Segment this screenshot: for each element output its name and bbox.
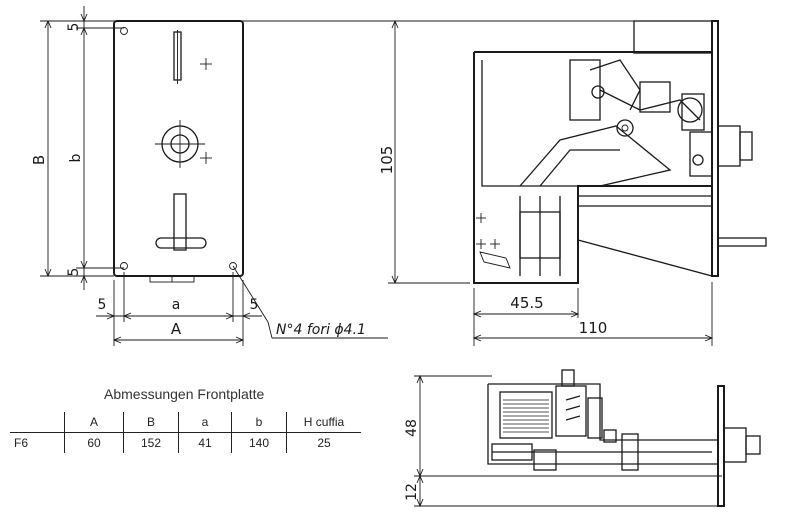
table-header-row: A B a b H cuffia	[10, 412, 361, 433]
side-front-plate	[711, 20, 719, 277]
dim-5-left-label: 5	[98, 297, 107, 313]
dim-105-label: 105	[378, 146, 396, 175]
table-cell: 41	[178, 432, 232, 453]
dimensions-table: A B a b H cuffia F6 60 152 41 140 25	[10, 412, 361, 453]
dim-a-label: a	[172, 297, 181, 313]
mounting-hole-tl	[120, 27, 128, 35]
mounting-hole-bl	[120, 262, 128, 270]
table-cell: 60	[64, 432, 124, 453]
dim-b-label: b	[68, 153, 84, 162]
bottom-front-plate	[717, 385, 725, 507]
bottom-view: 48 12	[404, 369, 761, 508]
table-cell: F6	[14, 436, 29, 450]
table-cell: 25	[286, 432, 361, 453]
side-view: 105	[64, 19, 767, 346]
shaft	[717, 125, 741, 167]
dim-48-label: 48	[404, 419, 420, 437]
table-header-cell: H cuffia	[286, 412, 361, 433]
table-header-cell: a	[178, 412, 232, 433]
table-header-cell	[10, 412, 65, 433]
table-header-cell: A	[64, 412, 124, 433]
holes-note: N°4 fori ϕ4.1	[276, 322, 366, 338]
table-row: F6 60 152 41 140 25	[10, 432, 361, 453]
dim-A-label: A	[171, 320, 182, 338]
front-view: B b 5 5 5 a 5 A N°4 fori ϕ4.1	[30, 6, 388, 346]
lower-lever	[173, 193, 187, 251]
table-title: Abmessungen Frontplatte	[104, 386, 265, 402]
dim-5-top-label: 5	[66, 23, 82, 32]
dim-110-label: 110	[579, 319, 608, 337]
table-cell: 152	[123, 432, 179, 453]
mounting-hole-br	[229, 262, 237, 270]
housing	[473, 51, 712, 284]
dim-12-label: 12	[404, 483, 420, 501]
dim-5-right-label: 5	[250, 297, 259, 313]
table-header-cell: b	[231, 412, 287, 433]
dim-45-5-label: 45.5	[510, 294, 543, 312]
table-header-cell: B	[123, 412, 179, 433]
table-cell: 140	[231, 432, 287, 453]
dim-5-bottom-label: 5	[66, 268, 82, 277]
dim-B-label: B	[30, 155, 48, 165]
